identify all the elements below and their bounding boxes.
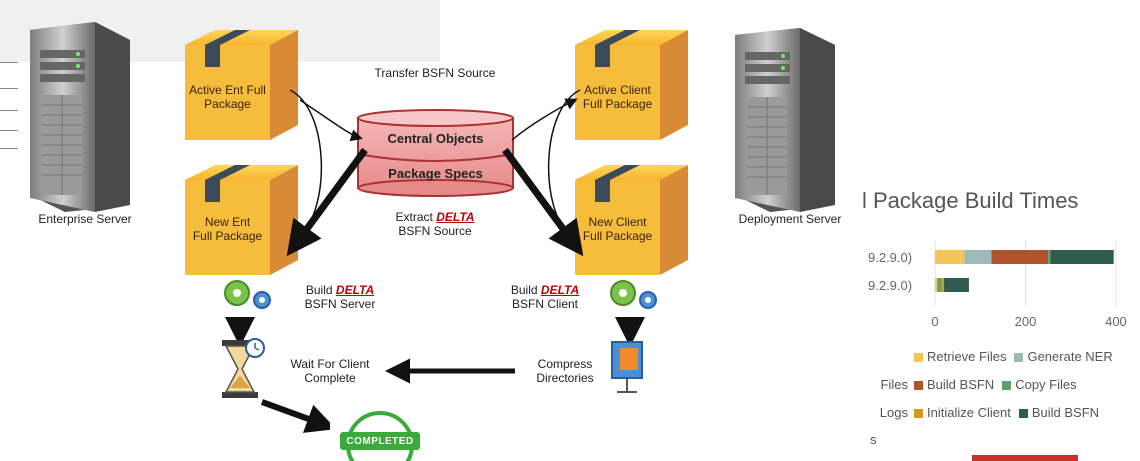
legend-swatch [1014, 353, 1024, 363]
legend-item: Initialize Client [914, 405, 1011, 420]
bar-segment [944, 278, 969, 292]
bar-segment [991, 250, 1049, 264]
hourglass-icon [222, 338, 265, 398]
x-tick-label: 200 [1015, 314, 1037, 329]
category-label: 9.2.9.0) [868, 278, 913, 293]
bar-segment [941, 278, 945, 292]
chart-title: l Package Build Times [862, 188, 1079, 213]
legend-item: Build BSFN [1018, 405, 1099, 420]
legend-swatch [914, 409, 923, 419]
active-client-package-icon [575, 30, 688, 140]
bar-chart: 0 200 400 [931, 240, 1127, 329]
legend-swatch [1002, 381, 1012, 391]
category-label: 9.2.9.0) [868, 250, 913, 265]
chart-panel [860, 178, 1140, 461]
legend-item: Generate NER [1014, 349, 1113, 364]
legend-row: Logs Initialize Client Build BSFN [860, 404, 1140, 432]
bar-segment [964, 250, 992, 264]
arrow-ent-to-db [299, 99, 363, 142]
deployment-server-icon [735, 28, 835, 212]
completed-badge-text: COMPLETED [346, 436, 414, 447]
legend-prefix-text: Logs [879, 405, 908, 420]
arrow-db-to-new-ent [286, 147, 368, 257]
divider-line [0, 110, 18, 111]
x-tick-label: 400 [1105, 314, 1127, 329]
arrow-to-completed [260, 399, 337, 433]
legend-item: Retrieve Files [914, 349, 1006, 364]
bar-segment [1050, 250, 1114, 264]
build-delta-server-label: Build DELTA BSFN Server [304, 283, 376, 311]
divider-line [0, 88, 18, 89]
extract-delta-label: Extract DELTA BSFN Source [395, 210, 475, 238]
divider-line [0, 148, 18, 149]
legend-swatch [914, 353, 923, 363]
legend-row: Files Build BSFN Copy Files [860, 376, 1140, 404]
arrow-db-to-new-client [502, 147, 584, 257]
red-button-fragment [972, 455, 1078, 461]
legend-overflow-text: s [870, 432, 877, 447]
divider-line [0, 130, 18, 131]
bar-segment [1048, 250, 1051, 264]
legend-prefix-text: Files [880, 377, 908, 392]
compress-icon [611, 341, 643, 393]
build-delta-client-label: Build DELTA BSFN Client [510, 283, 580, 311]
active-ent-package-icon [185, 30, 298, 140]
package-specs-label: Package Specs [388, 166, 483, 181]
arrow-db-to-client [511, 98, 578, 141]
package-build-diagram [30, 22, 835, 461]
gear-icon-client [610, 280, 657, 309]
enterprise-server-icon [30, 22, 130, 212]
new-client-package-icon [575, 165, 688, 275]
deployment-server-label: Deployment Server [738, 212, 842, 226]
legend-item: Copy Files [1002, 377, 1077, 392]
legend-swatch [1018, 409, 1028, 419]
bar-segment [937, 278, 942, 292]
legend-swatch [914, 381, 923, 391]
bar-segment [935, 250, 965, 264]
enterprise-server-label: Enterprise Server [38, 212, 132, 226]
transfer-bsfn-label: Transfer BSFN Source [374, 66, 496, 80]
bar-segment [935, 278, 938, 292]
completed-badge-icon [340, 411, 420, 461]
database-cylinder-icon [357, 109, 514, 197]
divider-line [0, 62, 18, 63]
central-objects-label: Central Objects [387, 131, 484, 146]
gear-icon-server [224, 280, 271, 309]
x-tick-label: 0 [931, 314, 938, 329]
legend-row: Retrieve Files Generate NER [860, 348, 1140, 376]
legend-item: Build BSFN [914, 377, 994, 392]
